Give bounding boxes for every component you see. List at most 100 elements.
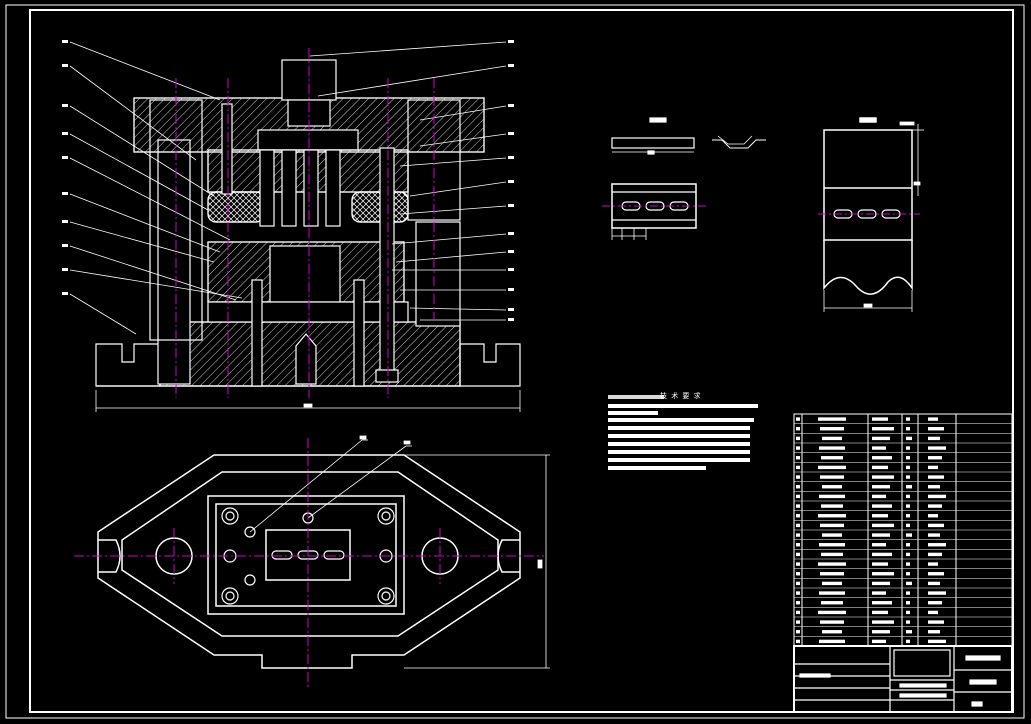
parts-list-cell-mark [872,552,892,557]
parts-list-cell-mark [872,427,894,431]
parts-list-item-number [796,417,800,421]
parts-list-cell-mark [906,601,910,605]
parts-list-cell-mark [906,581,912,586]
parts-list-cell-mark [906,456,910,460]
die-plate-inner [215,503,397,607]
leader-line [409,307,507,311]
parts-list-cell-mark [821,504,843,508]
parts-list-cell-mark [872,581,890,586]
die-block [207,241,409,323]
parts-list-cell-mark [928,572,944,576]
parts-list-cell-mark [820,620,844,624]
parts-list-cell-mark [928,456,942,460]
tech-notes-heading: 技 术 要 求 [660,391,701,400]
parts-list-cell-mark [822,581,842,586]
parts-list-item-number [796,494,800,499]
leader-tag [508,180,514,183]
parts-list-cell-mark [928,436,940,441]
parts-list-cell-mark [820,523,844,528]
parts-list-cell-mark [906,417,910,421]
leader-line [69,65,197,161]
parts-list-cell-mark [819,543,845,547]
parts-list-item-number [796,630,800,634]
leader-line [69,245,237,301]
leader-line [69,157,231,241]
parts-list-cell-mark [872,436,890,441]
parts-list-cell-mark [928,639,946,644]
leader-line [399,205,507,215]
parts-list-cell-mark [928,610,938,615]
parts-list-cell-mark [820,475,844,479]
parts-list-cell-mark [872,417,888,421]
parts-list-cell-mark [820,572,844,576]
leader-line [69,293,137,335]
sheet-border [5,4,1025,719]
parts-list-cell-mark [872,630,890,634]
die-base-inner-outline [121,471,499,637]
die-plate [207,495,405,615]
leader-tag [62,244,68,247]
parts-list-cell-mark [822,436,842,441]
part-drawing-strip [611,117,766,240]
leader-line [399,157,507,167]
parts-list-cell-mark [906,572,910,576]
parts-list-cell-mark [928,543,946,547]
parts-list-item-number [796,456,800,460]
leader-tag [508,288,514,291]
parts-list-cell-mark [928,475,944,479]
parts-list-cell-mark [821,552,843,557]
leader-tag [508,64,514,67]
parts-list-item-number [796,543,800,547]
parts-list-item-number [796,485,800,489]
parts-list-cell-mark [872,475,894,479]
leader-line [69,221,215,263]
parts-list-item-number [796,427,800,431]
parts-list-item-number [796,446,800,450]
mount-slot-right [497,539,520,573]
parts-list-cell-mark [872,504,892,508]
leader-line [69,133,209,211]
parts-list-item-number [796,581,800,586]
parts-list-cell-mark [928,601,942,605]
parts-list-cell-mark [906,446,910,450]
parts-list-item-number [796,639,800,644]
leader-tag [62,292,68,295]
parts-list-cell-mark [928,485,940,489]
parts-list-cell-mark [906,427,910,431]
parts-list-cell-mark [819,639,845,644]
leader-tag [62,156,68,159]
leader-tag [62,104,68,107]
leader-line [419,133,507,147]
parts-list-cell-mark [819,446,845,450]
leader-tag [62,64,68,67]
part-leaders [62,40,514,335]
parts-list-cell-mark [906,552,910,557]
leader-tag [62,220,68,223]
parts-list-item-number [796,562,800,566]
leader-tag [508,318,514,321]
parts-list-cell-mark [872,572,894,576]
parts-list-cell-mark [928,417,938,421]
parts-list-cell-mark [906,543,910,547]
parts-list-cell-mark [872,514,888,518]
parts-list-item-number [796,610,800,615]
parts-list-cell-mark [872,562,888,566]
leader-tag [508,132,514,135]
parts-list-cell-mark [906,591,910,595]
parts-list-cell-mark [928,533,940,537]
parts-list-cell-mark [928,523,944,528]
parts-list-cell-mark [906,523,910,528]
leader-line [391,233,507,245]
parts-list-cell-mark [872,601,892,605]
leader-line [69,41,221,101]
parts-list-cell-mark [906,630,912,634]
plan-leaders [249,435,412,533]
parts-list-cell-mark [906,639,910,644]
parts-list-item-number [796,436,800,441]
parts-list-cell-mark [928,446,946,450]
leader-tag [62,192,68,195]
section-centerlines [175,48,435,398]
parts-list-cell-mark [906,465,910,470]
parts-list-cell-mark [906,610,910,615]
